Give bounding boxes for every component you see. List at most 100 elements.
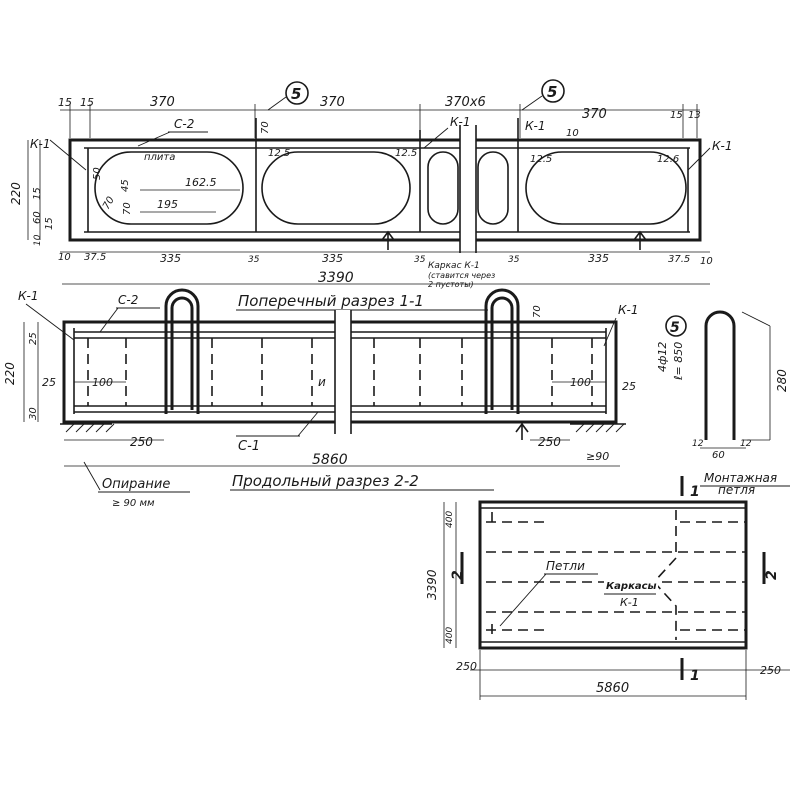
- label-cages-2: К-1: [620, 596, 639, 609]
- label-c1: С-1: [238, 439, 260, 454]
- plan-end-dim-right: 250: [760, 664, 781, 677]
- section-mark-top: 1: [690, 484, 700, 500]
- arrow-up-icon: [515, 422, 529, 440]
- loop-title-1: Монтажная: [704, 471, 777, 485]
- lifting-loop-left-inner: [170, 296, 194, 410]
- inner-dim-100-right: 100: [570, 376, 591, 389]
- lifting-loop-left: [164, 288, 200, 414]
- slab-label: плита: [144, 152, 175, 163]
- loop-title-2: петля: [718, 483, 755, 497]
- bot-dim-1: 10: [58, 252, 71, 263]
- bot-dim-3: 335: [160, 252, 181, 265]
- plan-height: 3390: [425, 569, 439, 600]
- callout-circle: [285, 81, 309, 105]
- callout-circle: [541, 79, 565, 103]
- arrow-up-icon: [633, 230, 647, 250]
- void-label-2: 12.5: [395, 148, 417, 159]
- top-dim-4: 370: [320, 95, 345, 110]
- label-k1-mid2: К-1: [525, 119, 545, 133]
- plan-bottom-dim: 400: [445, 627, 455, 644]
- support-right: [570, 423, 626, 433]
- label-k1-mid: К-1: [450, 115, 470, 129]
- label-k1-right: К-1: [712, 139, 732, 153]
- cross-section-title: Поперечный разрез 1-1: [238, 292, 424, 310]
- loop-dim-12b: 12: [740, 439, 752, 449]
- void-dim-70b: 70: [122, 202, 133, 215]
- top-dim-3: 370: [150, 95, 175, 110]
- void-dim-1625: 162.5: [185, 176, 217, 189]
- label-c2: С-2: [174, 117, 194, 131]
- total-width: 3390: [318, 270, 354, 286]
- void-3b: [477, 151, 509, 225]
- inner-dim-100-left: 100: [92, 376, 113, 389]
- support-dim-90: ≥90: [586, 450, 609, 463]
- bot-dim-6: 35: [414, 255, 426, 265]
- cage-note-3: 2 пустоты): [428, 280, 474, 289]
- support-note: Опирание: [102, 477, 170, 492]
- label-loops: Петли: [546, 559, 585, 573]
- callout-circle: [665, 315, 687, 337]
- plan-top-dim: 400: [445, 511, 455, 528]
- label-ten: 10: [566, 128, 579, 139]
- slab-outline: [68, 138, 702, 242]
- callout-number: 5: [547, 83, 557, 101]
- label-k1-right: К-1: [618, 303, 638, 317]
- arrow-up-icon: [381, 230, 395, 250]
- break-mark: и: [318, 375, 326, 389]
- void-dim-50: 50: [92, 167, 103, 180]
- height-15b: 15: [44, 217, 55, 230]
- top-dim-7: 15: [670, 110, 683, 121]
- height-220: 220: [9, 182, 23, 205]
- support-value: ≥ 90 мм: [112, 498, 155, 509]
- lifting-loop-right: [484, 288, 520, 414]
- plan-outline: [478, 500, 748, 650]
- support-dim-250-left: 250: [130, 435, 153, 449]
- loop-dim-60: 60: [712, 450, 725, 461]
- cage-note-1: Каркас К-1: [428, 261, 480, 271]
- loop-height: 280: [775, 369, 789, 392]
- bot-dim-4: 35: [248, 255, 260, 265]
- bot-dim-8: 335: [588, 252, 609, 265]
- top-dim-2: 15: [80, 96, 94, 109]
- loop-dim-12a: 12: [692, 439, 704, 449]
- loop-rebar: 4ф12: [656, 342, 669, 372]
- callout-number: 5: [291, 85, 301, 103]
- void-dim-195: 195: [157, 198, 178, 211]
- bot-dim-9: 37.5: [668, 254, 690, 265]
- void-label-3: 12.5: [530, 154, 552, 165]
- lifting-loop-right-inner: [490, 296, 514, 410]
- void-label-1: 12.5: [268, 148, 290, 159]
- label-cages-1: Каркасы: [606, 581, 657, 592]
- void-4: [525, 151, 687, 225]
- long-height-30: 30: [28, 407, 39, 420]
- plan-length: 5860: [596, 681, 629, 696]
- label-k1-left: К-1: [18, 289, 38, 303]
- height-15a: 15: [32, 187, 43, 200]
- loop-length: ℓ= 850: [672, 342, 685, 381]
- void-label-4: 12.6: [657, 154, 679, 165]
- beam-outline: [62, 320, 618, 424]
- support-left: [60, 423, 115, 433]
- top-dim-1: 15: [58, 96, 72, 109]
- bot-dim-5: 335: [322, 252, 343, 265]
- label-seventy: 70: [260, 121, 271, 134]
- long-height-220: 220: [3, 362, 17, 385]
- long-section-title: Продольный разрез 2-2: [232, 472, 419, 490]
- inner-dim-70: 70: [532, 305, 543, 318]
- bot-dim-10: 10: [700, 256, 713, 267]
- void-1: [94, 151, 244, 225]
- void-dim-70a: 70: [101, 195, 117, 212]
- cross-section: 15 15 370 370 370х6 370 15 13 5 5: [9, 79, 732, 311]
- loop-callout: 5: [670, 320, 680, 336]
- top-dim-6: 370: [582, 107, 607, 122]
- height-10: 10: [33, 234, 43, 246]
- label-c2: С-2: [118, 293, 138, 307]
- long-height-25a: 25: [28, 332, 39, 345]
- void-dim-45: 45: [120, 179, 131, 192]
- loop-detail: 5 4ф12 ℓ= 850 280 12 60 12 Монтажная пет…: [656, 310, 790, 497]
- top-dim-5: 370х6: [445, 95, 486, 110]
- support-dim-250-right: 250: [538, 435, 561, 449]
- long-height-25b: 25: [42, 376, 56, 389]
- void-3: [427, 151, 459, 225]
